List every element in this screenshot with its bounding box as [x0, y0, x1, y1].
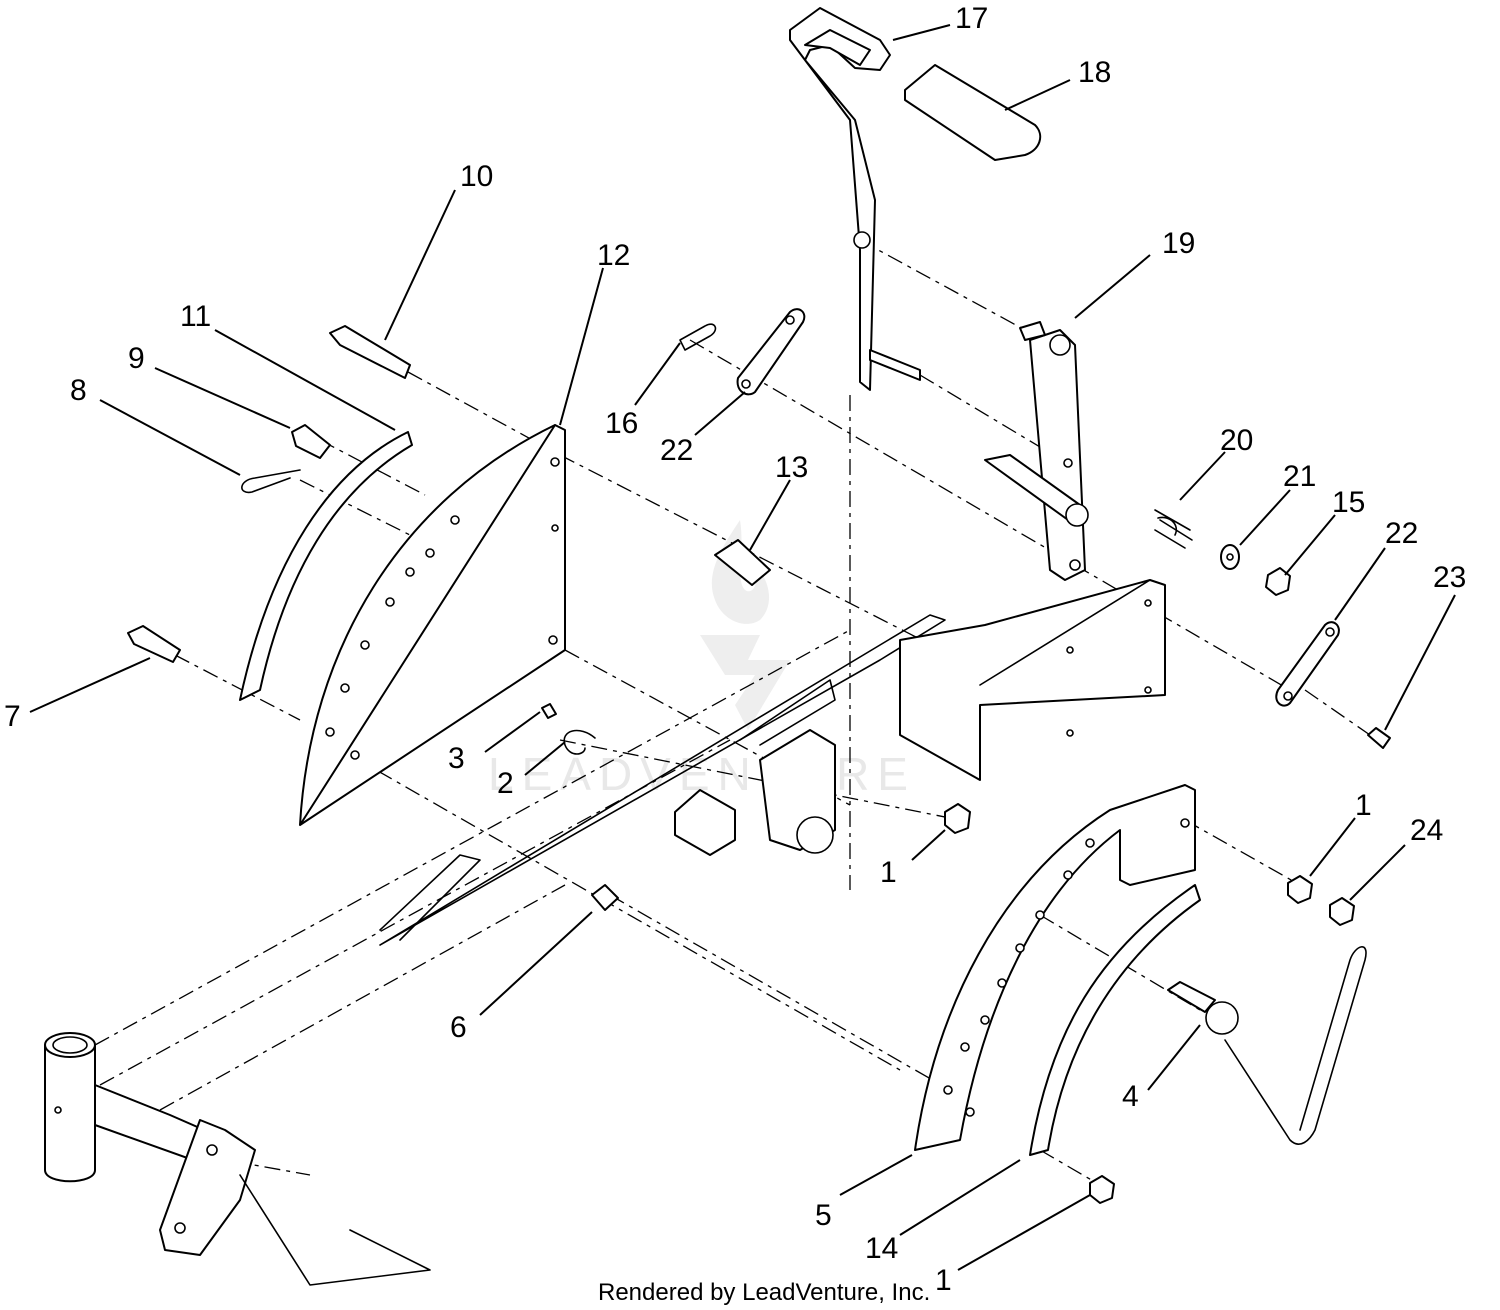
arc-strip-11 [239, 431, 413, 701]
callout-10: 10 [460, 160, 493, 193]
cotter-pin-16 [679, 323, 717, 351]
callout-1a: 1 [880, 856, 897, 889]
callout-6: 6 [450, 1011, 467, 1044]
callout-11: 11 [180, 300, 211, 333]
callout-3: 3 [448, 742, 465, 775]
callout-5: 5 [815, 1199, 832, 1232]
spring-20 [1154, 509, 1193, 549]
callout-23: 23 [1433, 561, 1466, 594]
callout-9: 9 [128, 342, 145, 375]
callout-24: 24 [1410, 814, 1443, 847]
callout-22a: 22 [660, 434, 693, 467]
callout-22b: 22 [1385, 517, 1418, 550]
hairpin-8 [241, 469, 301, 494]
callout-2: 2 [497, 767, 514, 800]
arc-strip-14 [1029, 884, 1201, 1156]
bushing-cylinder [674, 789, 736, 856]
callout-14: 14 [865, 1232, 898, 1265]
nut-24 [1329, 897, 1355, 926]
callout-1b: 1 [1355, 789, 1372, 822]
main-frame [379, 579, 1166, 946]
bolt-9 [291, 424, 331, 459]
callout-4: 4 [1122, 1080, 1139, 1113]
callout-20: 20 [1220, 424, 1253, 457]
footer-credit: Rendered by LeadVenture, Inc. [598, 1279, 930, 1306]
nut-1c [1089, 1175, 1115, 1204]
e-clip-2 [563, 729, 596, 755]
lower-frame [44, 1032, 431, 1286]
screw-3 [541, 703, 557, 719]
callout-7: 7 [4, 700, 21, 733]
nut-15 [1265, 567, 1291, 596]
callout-18: 18 [1078, 56, 1111, 89]
callout-17: 17 [955, 2, 988, 35]
frame-bracket [899, 579, 1166, 781]
watermark-v-icon [700, 635, 790, 730]
lock-pin-4 [1167, 946, 1367, 1145]
callout-16: 16 [605, 407, 638, 440]
bolt-7 [127, 625, 181, 663]
callout-12: 12 [597, 239, 630, 272]
nut-1b [1287, 875, 1313, 904]
watermark-flame-icon [711, 520, 770, 624]
callout-21: 21 [1283, 460, 1316, 493]
callout-13: 13 [775, 451, 808, 484]
bolt-10 [329, 325, 411, 379]
spacer-13 [714, 539, 771, 586]
callout-8: 8 [70, 374, 87, 407]
sector-plate-12 [299, 424, 566, 826]
handle-grip [904, 64, 1042, 161]
callout-15: 15 [1332, 486, 1365, 519]
pin-23 [1367, 727, 1391, 749]
bushing-6 [591, 884, 619, 911]
nut-1a [944, 803, 971, 834]
leader-lines [29, 24, 1456, 1271]
handle-lever [789, 7, 1042, 391]
lever-plate [984, 321, 1089, 581]
link-plates [736, 308, 1340, 707]
callouts: 17 18 10 12 19 11 9 8 16 22 20 13 21 15 … [4, 2, 1466, 1297]
sector-plate-5 [914, 784, 1196, 1151]
callout-19: 19 [1162, 227, 1195, 260]
assembly-lines [94, 239, 1371, 1186]
hardware [127, 323, 1391, 1204]
callout-1c: 1 [935, 1264, 952, 1297]
